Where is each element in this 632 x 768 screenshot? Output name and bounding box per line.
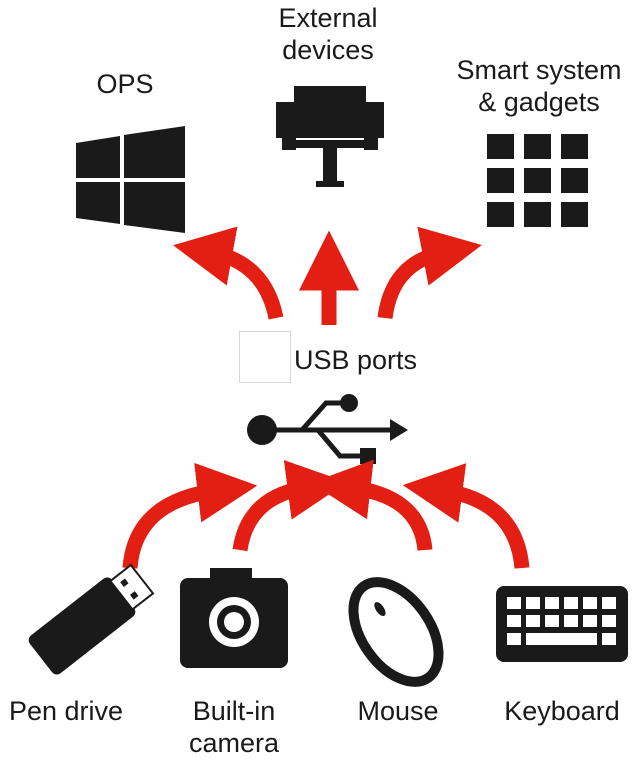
- keyboard-icon: [496, 586, 628, 662]
- grid-icon: [487, 134, 588, 227]
- arrow-to-smart-system: [377, 226, 482, 320]
- arrow-from-keyboard: [402, 463, 530, 569]
- placeholder-box: [239, 331, 291, 383]
- label-mouse: Mouse: [357, 696, 439, 726]
- mouse-icon: [348, 577, 444, 687]
- label-ops: OPS: [96, 69, 154, 99]
- usb-icon: [247, 394, 408, 464]
- arrow-to-ops: [173, 226, 284, 320]
- label-usb-ports: USB ports: [294, 345, 418, 375]
- label-external-devices: External devices: [278, 3, 378, 65]
- label-built-in-camera: Built-in camera: [188, 696, 280, 758]
- label-keyboard: Keyboard: [504, 696, 620, 726]
- windows-icon: [76, 126, 185, 233]
- camera-icon: [180, 568, 288, 668]
- arrows-upper: [173, 226, 482, 325]
- arrow-from-pen-drive: [122, 462, 258, 569]
- arrows-lower: [122, 459, 530, 569]
- arrow-from-camera: [232, 460, 348, 552]
- external-device-icon: [276, 86, 384, 187]
- arrow-from-mouse: [310, 459, 433, 552]
- label-pen-drive: Pen drive: [8, 696, 124, 726]
- pen-drive-icon: [28, 563, 155, 675]
- label-smart-system: Smart system & gadgets: [456, 55, 622, 117]
